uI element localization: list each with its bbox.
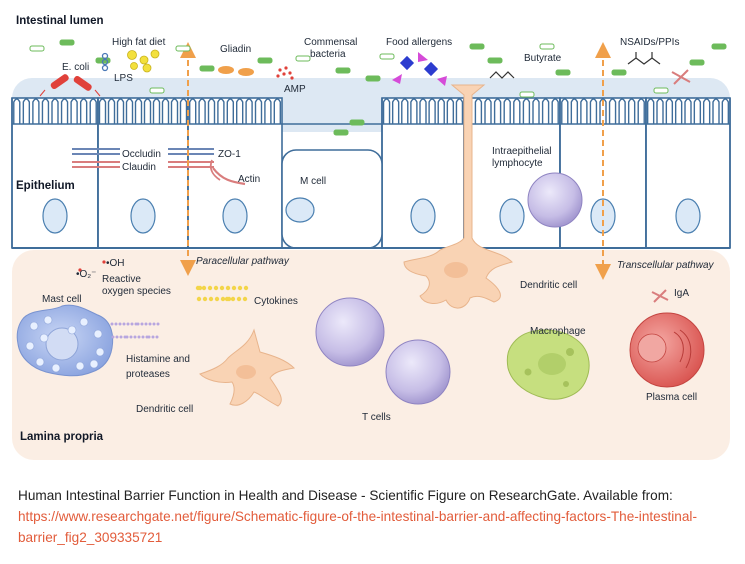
label-ros-1: Reactive	[102, 274, 141, 285]
label-claudin: Claudin	[122, 162, 156, 173]
histamine-dots	[110, 322, 160, 339]
plasma-cell	[629, 312, 705, 388]
food-allergens	[392, 52, 447, 86]
microvilli	[13, 98, 730, 124]
label-zo1: ZO-1	[218, 149, 241, 160]
label-plasma: Plasma cell	[646, 392, 697, 403]
label-epithelium: Epithelium	[16, 180, 75, 192]
label-lumen: Intestinal lumen	[16, 15, 104, 27]
label-iga: IgA	[674, 288, 689, 299]
figure-caption: Human Intestinal Barrier Function in Hea…	[18, 485, 728, 548]
ros-dots	[78, 260, 106, 272]
iga-antibody	[651, 289, 669, 303]
label-mcell: M cell	[300, 176, 326, 187]
label-histamine-1: Histamine and	[126, 354, 190, 365]
cytokine-dots	[195, 285, 249, 302]
label-transcellular: Transcellular pathway	[617, 260, 715, 271]
label-oh: •OH	[106, 258, 125, 269]
label-tcells: T cells	[362, 412, 391, 423]
label-gliadin: Gliadin	[220, 44, 251, 55]
label-iel-1: Intraepithelial	[492, 146, 551, 157]
label-o2: •O₂⁻	[76, 269, 96, 280]
gliadin-particles	[218, 66, 254, 76]
label-ecoli: E. coli	[62, 62, 89, 73]
label-highfat: High fat diet	[112, 37, 166, 48]
lps-icon	[101, 52, 109, 72]
label-mast: Mast cell	[42, 294, 81, 305]
label-commensal-1: Commensal	[304, 37, 357, 48]
label-cytokines: Cytokines	[254, 296, 298, 307]
label-dendritic-upper: Dendritic cell	[520, 280, 577, 291]
t-cell-1	[315, 297, 385, 367]
t-cell-2	[385, 339, 451, 405]
nsaid-molecule	[627, 52, 661, 65]
label-paracellular: Paracellular pathway	[196, 256, 290, 267]
dendritic-cell-upper	[403, 84, 513, 309]
label-lps: LPS	[114, 73, 133, 84]
label-butyrate: Butyrate	[524, 53, 562, 64]
caption-link[interactable]: https://www.researchgate.net/figure/Sche…	[18, 509, 697, 545]
antibody-lumen	[671, 69, 691, 85]
label-histamine-2: proteases	[126, 369, 170, 380]
butyrate-molecule	[489, 71, 515, 79]
label-commensal-2: bacteria	[310, 49, 346, 60]
label-allergens: Food allergens	[386, 37, 452, 48]
caption-text: Human Intestinal Barrier Function in Hea…	[18, 488, 673, 503]
amp-dots	[276, 66, 294, 80]
label-dendritic-lower: Dendritic cell	[136, 404, 193, 415]
actin-filament	[212, 167, 246, 186]
high-fat-droplets	[127, 49, 160, 73]
label-actin: Actin	[238, 174, 260, 185]
commensal-bacteria-dots	[29, 39, 727, 136]
label-nsaids: NSAIDs/PPIs	[620, 37, 679, 48]
e-coli-bacteria	[39, 74, 101, 97]
label-macrophage: Macrophage	[530, 326, 586, 337]
label-lamina: Lamina propria	[20, 431, 104, 443]
label-iel-2: lymphocyte	[492, 158, 543, 169]
intraepithelial-lymphocyte	[527, 172, 583, 228]
label-occludin: Occludin	[122, 149, 161, 160]
label-ros-2: oxygen species	[102, 286, 171, 297]
intestinal-barrier-diagram: Intestinal lumen Epithelium Lamina propr…	[11, 15, 731, 460]
label-amp: AMP	[284, 84, 306, 95]
